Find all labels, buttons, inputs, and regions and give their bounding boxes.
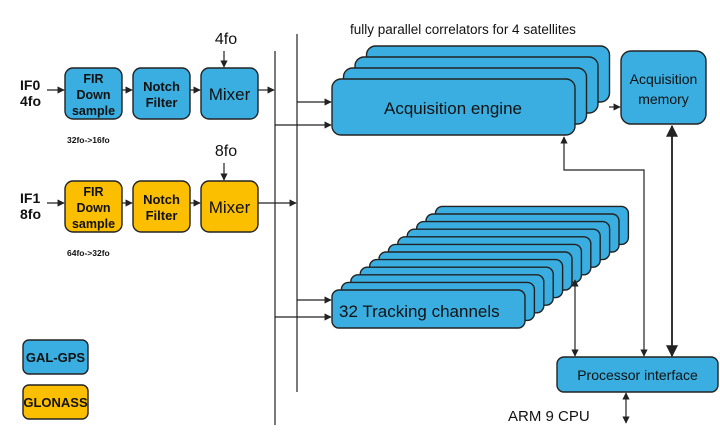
legend-glonass: GLONASS (22, 384, 89, 420)
if1-input-label: IF1 8fo (20, 190, 41, 222)
legend-label-gal-gps: GAL-GPS (26, 350, 86, 365)
notch-label-line2: Filter (146, 208, 178, 223)
tracking-channels-label: 32 Tracking channels (339, 302, 500, 321)
fir-downsample-block-1[interactable]: FIR Down sample (64, 180, 123, 233)
processor-interface-label: Processor interface (577, 367, 698, 383)
tracking-channel-front[interactable] (331, 289, 526, 329)
processor-interface-block[interactable]: Processor interface (556, 356, 719, 393)
acquisition-memory-box[interactable] (620, 50, 707, 125)
notch-label-line2: Filter (146, 95, 178, 110)
acquisition-engine-stack[interactable] (331, 45, 611, 136)
legend-swatch-gal-gps (22, 339, 89, 375)
mixer-label-1: Mixer (209, 198, 251, 217)
legend-swatch-glonass (22, 384, 89, 420)
rate-note-0: 32fo->16fo (67, 135, 110, 145)
legend-label-glonass: GLONASS (23, 395, 88, 410)
fir-downsample-block-0[interactable]: FIR Down sample (64, 67, 123, 120)
tracking-channels-stack[interactable] (331, 205, 630, 329)
arm9-cpu-label: ARM 9 CPU (508, 408, 590, 425)
fir-label-line1: FIR (83, 72, 103, 86)
legend-gal-gps: GAL-GPS (22, 339, 89, 375)
acquisition-engine-label: Acquisition engine (384, 99, 522, 118)
rate-note-1: 64fo->32fo (67, 248, 110, 258)
notch-label-line1: Notch (143, 192, 180, 207)
if1-freq: 8fo (20, 206, 41, 222)
memory-label-line1: Acquisition (630, 71, 698, 87)
processor-interface-box[interactable] (556, 356, 719, 393)
if0-name: IF0 (20, 77, 40, 93)
memory-label-line2: memory (638, 91, 689, 107)
notch-box-1[interactable] (132, 180, 191, 233)
if0-input-label: IF0 4fo (20, 77, 41, 109)
mixer-box-1[interactable] (200, 180, 259, 233)
notch-label-line1: Notch (143, 79, 180, 94)
acquisition-memory-block[interactable]: Acquisition memory (620, 50, 707, 125)
lo-label-1: 8fo (215, 143, 237, 160)
fir-label-line2: Down (76, 201, 110, 215)
mixer-label-0: Mixer (209, 85, 251, 104)
mixer-block-1[interactable]: Mixer (200, 180, 259, 233)
lo-label-0: 4fo (215, 31, 237, 48)
fir-box-1[interactable] (64, 180, 123, 233)
if0-freq: 4fo (20, 93, 41, 109)
processor-acquisition-link (560, 136, 648, 357)
mixer-block-0[interactable]: Mixer (200, 67, 259, 120)
fir-label-line3: sample (72, 217, 115, 231)
notch-box-0[interactable] (132, 67, 191, 120)
if1-name: IF1 (20, 190, 40, 206)
acquisition-engine-front[interactable] (331, 78, 576, 136)
notch-filter-block-0[interactable]: Notch Filter (132, 67, 191, 120)
fir-label-line3: sample (72, 104, 115, 118)
acquisition-caption: fully parallel correlators for 4 satelli… (350, 22, 576, 37)
fir-label-line2: Down (76, 88, 110, 102)
fir-box-0[interactable] (64, 67, 123, 120)
notch-filter-block-1[interactable]: Notch Filter (132, 180, 191, 233)
fir-label-line1: FIR (83, 185, 103, 199)
mixer-box-0[interactable] (200, 67, 259, 120)
